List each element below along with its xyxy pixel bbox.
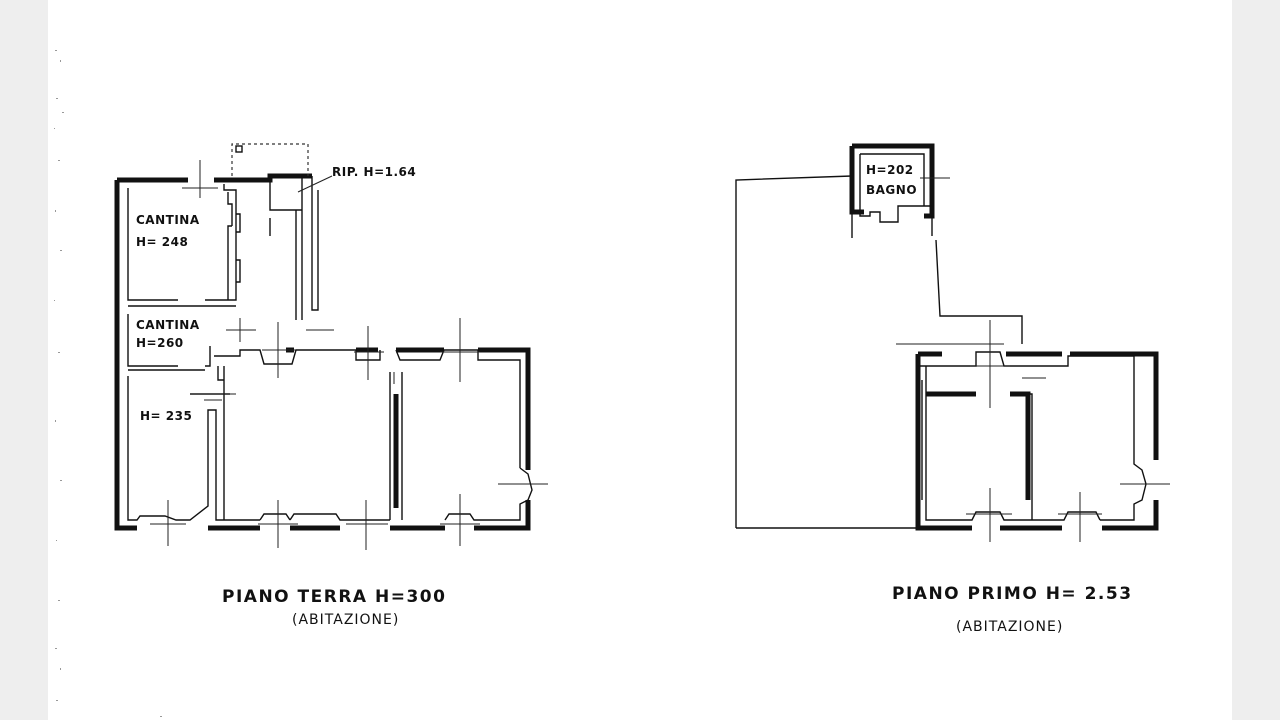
first-floor-axis-marks (896, 320, 1170, 542)
first-floor-plan: H=202 BAGNO PIANO PRIMO H= 2.53 (ABITAZI… (735, 143, 1170, 635)
bagno-height: H=202 (866, 163, 914, 177)
first-floor-terrace-outline (735, 175, 1023, 529)
cantina-1-name: CANTINA (136, 213, 200, 227)
bagno-name: BAGNO (866, 183, 917, 197)
first-floor-outer-wall (915, 351, 1159, 531)
ground-floor-recess (236, 213, 241, 283)
bagno-inner-wall (851, 153, 933, 238)
ripostiglio-dashed-outline (231, 143, 309, 176)
cantina-1-height: H= 248 (136, 235, 188, 249)
ground-floor-subtitle: (ABITAZIONE) (292, 612, 399, 628)
ground-room-height: H= 235 (140, 409, 192, 423)
ripostiglio-leader-line (297, 175, 333, 193)
ripostiglio-marker (235, 145, 243, 153)
ground-floor-partition-lines (128, 305, 403, 520)
ripostiglio-outline (269, 176, 319, 320)
document-page (48, 0, 1232, 720)
ground-floor-axis-marks (150, 160, 548, 550)
ground-floor-plan: CANTINA H= 248 CANTINA H=260 H= 235 RIP.… (114, 143, 548, 628)
first-floor-partition-lines (921, 380, 1033, 520)
first-floor-subtitle: (ABITAZIONE) (956, 619, 1063, 635)
cantina-2-name: CANTINA (136, 318, 200, 332)
first-floor-title: PIANO PRIMO H= 2.53 (892, 584, 1133, 604)
cantina-2-height: H=260 (136, 336, 184, 350)
first-floor-room-labels: H=202 BAGNO (866, 163, 917, 197)
first-floor-partition (926, 391, 1031, 500)
scan-noise (54, 50, 162, 717)
ground-floor-room-labels: CANTINA H= 248 CANTINA H=260 H= 235 RIP.… (136, 165, 416, 423)
ripostiglio-label: RIP. H=1.64 (332, 165, 416, 179)
ground-floor-title: PIANO TERRA H=300 (222, 587, 446, 607)
ground-floor-inner-wall (127, 184, 533, 521)
